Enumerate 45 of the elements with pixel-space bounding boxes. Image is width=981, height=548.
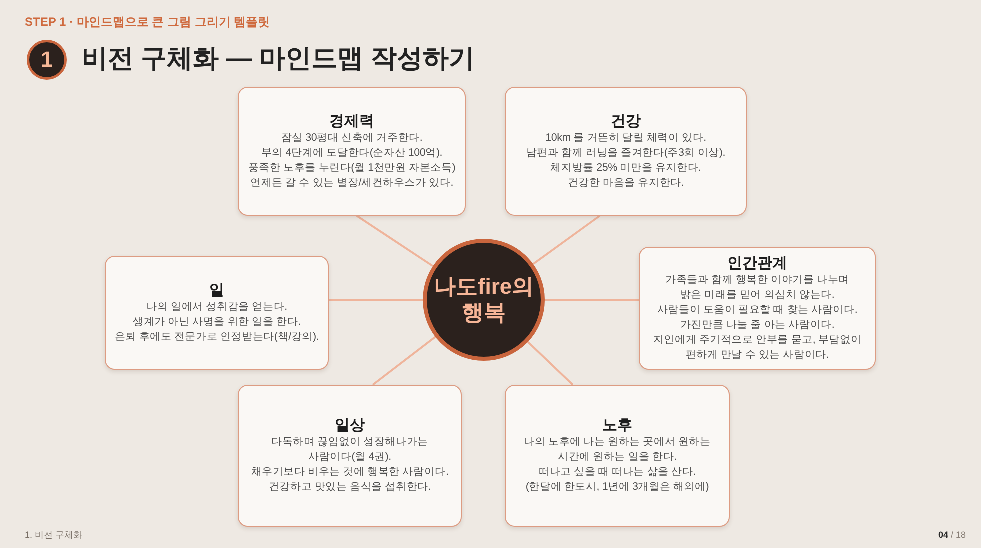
topic-text: 건강하고 맛있는 음식을 섭취한다. (268, 480, 432, 495)
topic-text: 나의 노후에 나는 원하는 곳에서 원하는 시간에 원하는 일을 한다. (523, 435, 712, 465)
badge-number: 1 (40, 48, 54, 72)
topic-text: 풍족한 노후를 누린다(월 1천만원 자본소득) (248, 160, 456, 176)
topic-text: 채우기보다 비우는 것에 행복한 사람이다. (251, 465, 449, 480)
topic-box (505, 385, 730, 527)
topic-heading: 일 (210, 282, 224, 300)
topic-heading: 인간관계 (728, 254, 788, 272)
page-number: 04 / 18 (938, 529, 966, 541)
connector-line (356, 215, 434, 268)
topic-box (505, 87, 747, 216)
topic-box (238, 385, 462, 527)
footer-label: 1. 비전 구체화 (25, 529, 83, 541)
connector-line (329, 299, 423, 301)
topic-text: 사람들이 도움이 필요할 때 찾는 사람이다. (657, 302, 858, 318)
topic-text: 가족들과 함께 행복한 이야기를 나누며 밝은 미래를 믿어 의심치 않는다. (664, 272, 850, 302)
topic-text: 은퇴 후에도 전문가로 인정받는다(책/강의). (114, 330, 320, 344)
topic-text: 지인에게 주기적으로 안부를 묻고, 부담없이 편하게 만날 수 있는 사람이다. (652, 332, 863, 362)
topic-text: 남편과 함께 러닝을 즐겨한다(주3회 이상). (526, 146, 726, 160)
topic-heading: 일상 (335, 417, 365, 435)
topic-text: 가진만큼 나눌 줄 아는 사람이다. (680, 318, 835, 332)
step-heading: STEP 1 · 마인드맵으로 큰 그림 그리기 템플릿 (25, 14, 270, 30)
topic-text: 건강한 마음을 유지한다. (568, 176, 684, 190)
hub-label: 나도fire의 행복 (432, 274, 536, 326)
connector-line (372, 336, 436, 386)
topic-text: 다독하며 끊임없이 성장해나가는 사람이다(월 4권). (270, 435, 430, 465)
topic-heading: 건강 (611, 112, 641, 130)
topic-text: 떠나고 싶을 때 떠나는 삶을 산다. (538, 465, 696, 480)
connector-line (527, 341, 574, 386)
topic-text: 잠실 30평대 신축에 거주한다. (281, 130, 423, 146)
topic-text: 10km 를 거뜬히 달릴 체력이 있다. (546, 130, 706, 146)
topic-text: 부의 4단계에 도달한다(순자산 100억). (261, 146, 443, 160)
connector-line (532, 215, 601, 266)
topic-box (238, 87, 466, 216)
connector-line (545, 299, 639, 301)
topic-text: 나의 일에서 성취감을 얻는다. (146, 300, 288, 314)
topic-text: 언제든 갈 수 있는 별장/세컨하우스가 있다. (250, 176, 454, 190)
topic-heading: 경제력 (330, 112, 374, 130)
topic-text: 생계가 아닌 사명을 위한 일을 한다. (133, 314, 301, 330)
topic-text: (한달에 한도시, 1년에 3개월은 해외에) (526, 480, 710, 495)
page-title: 비전 구체화 — 마인드맵 작성하기 (82, 42, 475, 74)
topic-text: 체지방률 25% 미만을 유지한다. (550, 160, 702, 176)
topic-heading: 노후 (602, 417, 632, 435)
topic-box (639, 247, 876, 370)
topic-box (105, 256, 329, 370)
